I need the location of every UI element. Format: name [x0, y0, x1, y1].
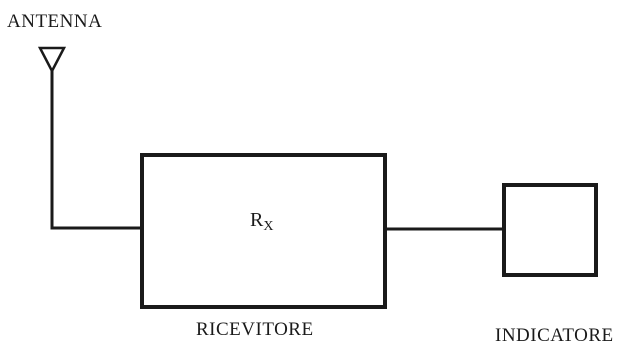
- indicator-label: INDICATORE: [495, 325, 614, 344]
- receiver-symbol-sub: X: [263, 219, 273, 234]
- receiver-block: [140, 153, 387, 309]
- receiver-symbol: RX: [250, 209, 273, 234]
- receiver-label: RICEVITORE: [196, 319, 314, 340]
- antenna-symbol-icon: [37, 46, 67, 74]
- receiver-symbol-main: R: [250, 209, 264, 231]
- antenna-label: ANTENNA: [7, 11, 102, 32]
- antenna-feed-wire: [50, 69, 144, 230]
- indicator-block: [502, 183, 598, 277]
